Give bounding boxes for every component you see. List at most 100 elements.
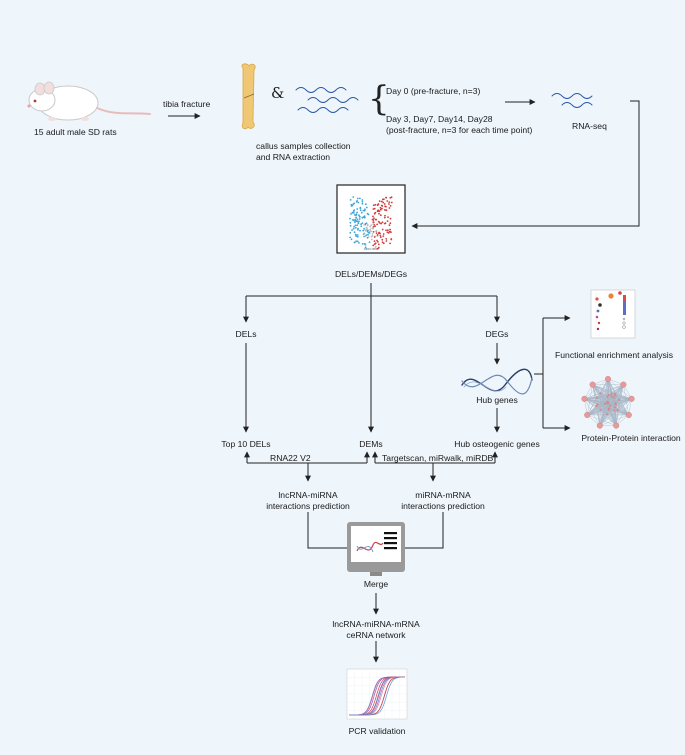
volcano-point [372, 248, 374, 250]
brace: { [368, 79, 390, 119]
volcano-point [376, 209, 379, 212]
volcano-point [368, 232, 371, 234]
volcano-point [366, 224, 369, 227]
volcano-point [386, 220, 389, 223]
volcano-point [386, 200, 389, 202]
volcano-point [390, 238, 393, 240]
label-rats: 15 adult male SD rats [34, 127, 117, 137]
ppi-edge [599, 410, 615, 426]
volcano-point [349, 231, 352, 234]
ppi-edge [592, 384, 616, 404]
volcano-point [349, 217, 351, 220]
connector-mirna-to-monitor [405, 512, 444, 549]
volcano-point [376, 247, 379, 250]
volcano-point [360, 223, 362, 226]
ppi-node [604, 402, 607, 405]
volcano-point [356, 197, 359, 200]
volcano-point [373, 207, 376, 210]
volcano-point [358, 242, 360, 244]
volcano-point [357, 220, 359, 223]
volcano-point [359, 209, 362, 212]
volcano-point [374, 242, 377, 245]
volcano-point [367, 248, 370, 250]
ppi-node [605, 376, 612, 383]
volcano-point [388, 224, 391, 227]
volcano-point [385, 196, 387, 199]
volcano-point [352, 203, 355, 206]
volcano-point [371, 227, 374, 230]
volcano-point [379, 206, 382, 209]
volcano-point [361, 243, 364, 245]
volcano-point [374, 211, 377, 214]
monitor-icon [347, 522, 405, 576]
volcano-point [383, 203, 386, 205]
volcano-point [355, 226, 357, 229]
volcano-point [372, 244, 375, 247]
label-days-2: (post-fracture, n=3 for each time point) [386, 125, 533, 135]
volcano-point [357, 201, 360, 204]
volcano-point [370, 238, 373, 241]
volcano-point [379, 214, 382, 217]
volcano-point [371, 233, 374, 235]
volcano-point [356, 211, 358, 214]
ppi-node [614, 402, 617, 405]
label-days-1: Day 3, Day7, Day14, Day28 [386, 114, 493, 124]
volcano-point [358, 218, 361, 220]
label-lnc-pred-1: lncRNA-miRNA [278, 490, 338, 500]
volcano-point [390, 231, 392, 234]
ppi-edge [608, 403, 616, 410]
dna-helix-icon [461, 368, 533, 395]
volcano-point [377, 243, 380, 246]
volcano-point [364, 203, 367, 206]
volcano-point [363, 227, 365, 230]
ppi-node [610, 395, 613, 398]
label-rnaseq: RNA-seq [572, 121, 607, 131]
volcano-point [381, 207, 383, 210]
volcano-point [363, 243, 366, 245]
label-cerna-1: lncRNA-miRNA-mRNA [332, 619, 420, 629]
volcano-point [350, 213, 352, 215]
volcano-point [372, 223, 375, 226]
volcano-point [349, 224, 352, 227]
ppi-edge [614, 395, 616, 408]
label-mirna-pred-2: interactions prediction [401, 501, 485, 511]
volcano-point [357, 227, 359, 230]
volcano-point [389, 217, 392, 220]
volcano-point [362, 229, 365, 232]
ppi-node [628, 395, 635, 402]
label-dels: DELs [235, 329, 257, 339]
bone-icon [241, 63, 256, 130]
ppi-edge [584, 398, 618, 411]
volcano-point [372, 221, 375, 224]
volcano-point [389, 242, 391, 245]
volcano-point [379, 208, 382, 211]
volcano-point [353, 225, 355, 228]
volcano-point [380, 200, 383, 203]
ppi-node [612, 396, 615, 399]
volcano-point [381, 238, 384, 241]
ppi-edge [587, 414, 608, 416]
volcano-point [354, 224, 357, 227]
volcano-point [372, 231, 375, 233]
volcano-point [351, 229, 353, 231]
volcano-point [361, 200, 364, 203]
volcano-point [352, 227, 355, 230]
volcano-point [388, 201, 391, 204]
ppi-node [613, 392, 616, 395]
volcano-point [365, 228, 368, 231]
volcano-point [360, 225, 363, 228]
volcano-point [382, 201, 385, 204]
volcano-point [372, 204, 375, 207]
label-ampersand: & [271, 84, 285, 102]
volcano-point [376, 204, 379, 207]
volcano-point [383, 209, 386, 211]
volcano-point [363, 248, 366, 250]
pcr-curve [349, 676, 405, 716]
volcano-point [354, 219, 357, 222]
volcano-point [389, 228, 391, 231]
ppi-edge [592, 384, 598, 405]
volcano-point [359, 229, 361, 232]
rna-wave-icon [295, 87, 359, 113]
ppi-edge [596, 403, 616, 407]
